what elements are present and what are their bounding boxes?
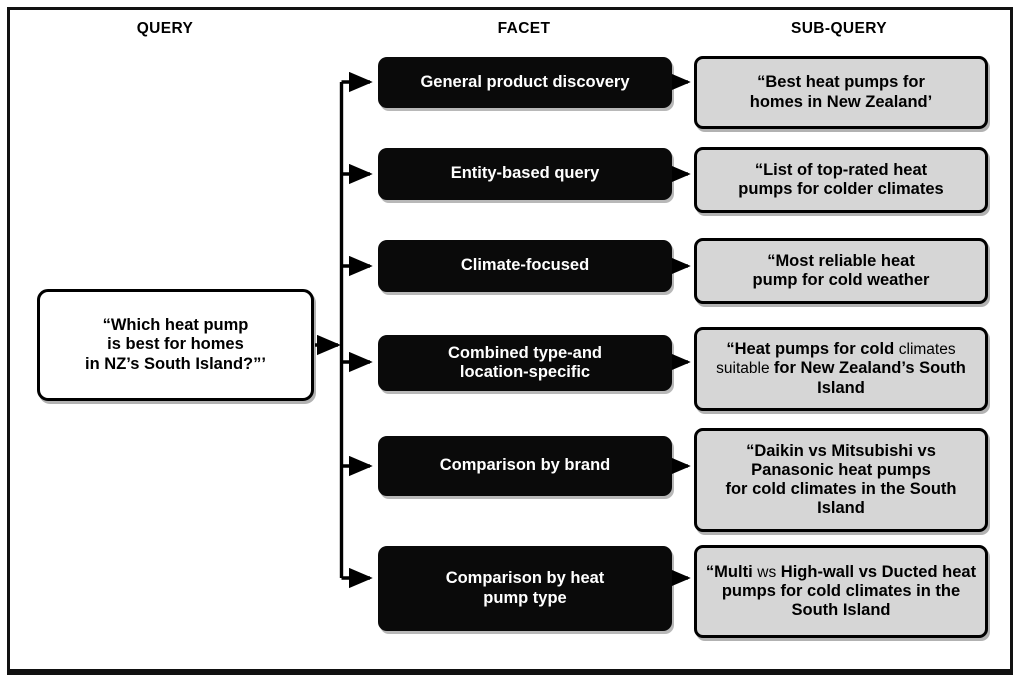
subquery-text-2: “List of top-rated heat pumps for colder… [738,161,943,199]
column-header-subquery: SUB-QUERY [790,20,888,37]
subquery-box-4[interactable]: “Heat pumps for cold climates suitable f… [694,327,988,411]
query-box[interactable]: “Which heat pump is best for homes in NZ… [37,289,314,401]
subquery-text-1: “Best heat pumps for homes in New Zealan… [750,73,932,111]
subquery-box-1[interactable]: “Best heat pumps for homes in New Zealan… [694,56,988,129]
facet-box-1[interactable]: General product discovery [378,57,672,108]
subquery-4-seg-2: climates [898,341,956,359]
subquery-5-line-2: Panasonic heat pumps [751,460,931,479]
subquery-4-seg-4: for New Zealand’s South Island [773,359,966,397]
subquery-5-line-1: “Daikin vs Mitsubishi vs [746,441,936,460]
query-line-2: is best for homes [107,335,244,354]
subquery-text-4: “Heat pumps for cold climates suitable f… [705,340,977,397]
facet-label-6-line-2: pump type [483,588,567,607]
facet-label-6-line-1: Comparison by heat [445,569,605,588]
subquery-1-line-1: “Best heat pumps for [757,73,925,92]
subquery-1-line-2: homes in New Zealand’ [749,92,933,111]
subquery-6-seg-2: ws [757,563,777,581]
facet-label-4-line-2: location-specific [459,363,591,381]
facet-box-6[interactable]: Comparison by heat pump type [378,546,672,631]
subquery-5-line-3: for cold climates in the South [725,480,957,498]
subquery-2-line-1: “List of top-rated heat [754,160,928,179]
subquery-6-seg-1: “Multi [705,562,758,581]
facet-label-6: Comparison by heat pump type [446,569,605,607]
facet-box-4[interactable]: Combined type-and location-specific [378,335,672,391]
subquery-box-2[interactable]: “List of top-rated heat pumps for colder… [694,147,988,213]
subquery-box-6[interactable]: “Multi ws High-wall vs Ducted heat pumps… [694,545,988,638]
facet-label-2: Entity-based query [450,164,600,183]
facet-box-3[interactable]: Climate-focused [378,240,672,292]
subquery-text-6: “Multi ws High-wall vs Ducted heat pumps… [705,563,977,620]
subquery-6-seg-3: High-wall vs Ducted heat pumps for cold … [721,562,977,620]
subquery-3-line-1: “Most reliable heat [767,251,915,270]
subquery-box-5[interactable]: “Daikin vs Mitsubishi vs Panasonic heat … [694,428,988,532]
facet-label-5: Comparison by brand [439,456,611,475]
query-line-1: “Which heat pump [102,316,249,335]
subquery-4-seg-3: suitable [716,360,774,378]
facet-label-1: General product discovery [420,72,630,91]
subquery-2-line-2: pumps for colder climates [738,180,944,198]
facet-label-4-line-1: Combined type-and [447,343,602,362]
subquery-3-line-2: pump for cold weather [752,271,930,289]
facet-label-4: Combined type-and location-specific [448,344,602,382]
query-text: “Which heat pump is best for homes in NZ… [85,316,266,373]
facet-box-2[interactable]: Entity-based query [378,148,672,200]
subquery-5-line-4: Island [817,499,865,518]
column-header-query: QUERY [136,20,194,37]
subquery-4-seg-1: “Heat pumps for cold [726,340,899,359]
facet-box-5[interactable]: Comparison by brand [378,436,672,496]
subquery-box-3[interactable]: “Most reliable heat pump for cold weathe… [694,238,988,304]
facet-label-3: Climate-focused [460,256,590,275]
column-header-facet: FACET [497,20,551,37]
query-line-3: in NZ’s South Island?”’ [85,354,266,373]
subquery-text-3: “Most reliable heat pump for cold weathe… [753,252,930,290]
subquery-text-5: “Daikin vs Mitsubishi vs Panasonic heat … [725,442,956,519]
